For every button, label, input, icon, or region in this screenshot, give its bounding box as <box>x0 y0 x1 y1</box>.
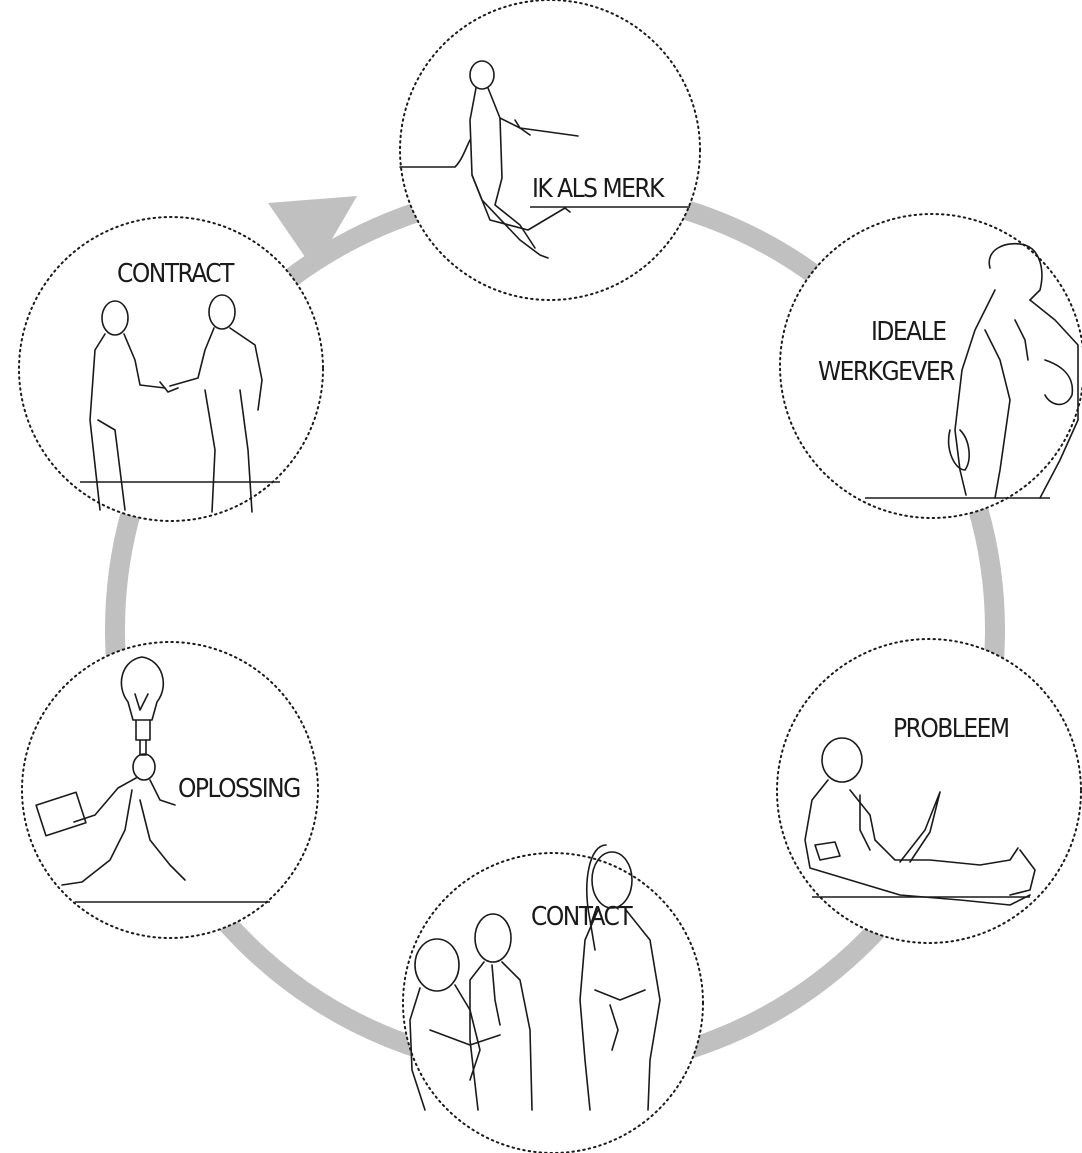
node-contact: CONTACT <box>403 845 703 1153</box>
node-label: IK ALS MERK <box>532 174 665 204</box>
node-label: WERKGEVER <box>818 357 955 387</box>
node-label: CONTRACT <box>117 259 235 289</box>
node-label: OPLOSSING <box>178 774 300 804</box>
node-circle <box>400 0 700 300</box>
node-label: IDEALE <box>871 317 946 347</box>
node-probleem: PROBLEEM <box>777 639 1081 943</box>
node-contract: CONTRACT <box>19 217 323 521</box>
node-circle <box>403 853 703 1153</box>
node-ik-als-merk: IK ALS MERK <box>400 0 700 300</box>
node-ideale-werkgever: IDEALE WERKGEVER <box>780 214 1082 518</box>
node-label: PROBLEEM <box>893 714 1009 744</box>
node-oplossing: OPLOSSING <box>22 642 318 938</box>
node-label: CONTACT <box>531 902 633 932</box>
